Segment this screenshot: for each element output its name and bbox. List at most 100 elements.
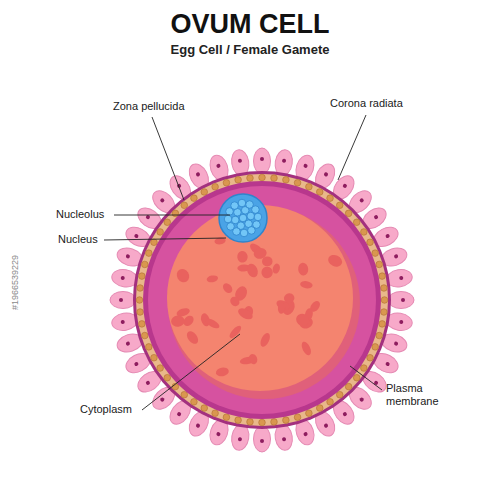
follicle-nucleus xyxy=(394,254,399,259)
zona-granule xyxy=(191,399,198,406)
part-label: #1966539229 xyxy=(10,254,21,309)
organelle xyxy=(300,280,313,289)
follicle-nucleus xyxy=(282,158,287,163)
organelle xyxy=(326,253,344,269)
follicle-nucleus xyxy=(399,276,404,281)
part-label: Egg Cell / Female Gamete xyxy=(171,42,330,58)
nucleolus-granule xyxy=(247,212,255,220)
leader-line xyxy=(142,334,240,410)
zona-granule xyxy=(283,177,290,184)
follicle-nucleus xyxy=(238,158,243,163)
zona-granule xyxy=(316,189,323,196)
organelle xyxy=(277,302,285,314)
zona-granule xyxy=(345,383,352,390)
follicle-nucleus xyxy=(342,411,348,417)
zona-granule xyxy=(336,202,343,209)
zona-granule xyxy=(235,177,242,184)
zona-granule xyxy=(164,219,171,226)
zona-granule xyxy=(137,309,144,316)
zona-granule xyxy=(294,414,301,421)
nucleolus-granule xyxy=(254,213,262,221)
follicle-nucleus xyxy=(303,163,308,168)
nucleolus-granule xyxy=(240,229,248,237)
organelle xyxy=(215,366,229,377)
follicle-nucleus xyxy=(159,197,165,203)
follicle-nucleus xyxy=(260,157,264,161)
zona-granule xyxy=(172,210,179,217)
follicle-nucleus xyxy=(373,214,379,220)
zona-granule xyxy=(164,374,171,381)
organelle xyxy=(259,332,272,349)
zona-granule xyxy=(139,273,146,280)
organelle xyxy=(247,353,258,366)
follicle-nucleus xyxy=(401,298,405,302)
zona-granule xyxy=(146,344,153,351)
organelle xyxy=(294,312,311,329)
organelle xyxy=(272,263,281,275)
nucleolus-granule xyxy=(248,227,256,235)
zona-granule xyxy=(223,414,230,421)
nucleolus-granule xyxy=(231,202,239,210)
follicle-nucleus xyxy=(195,423,200,428)
zona-granule xyxy=(136,297,143,304)
zona-granule xyxy=(141,261,148,268)
follicle-nucleus xyxy=(125,341,130,346)
leader-line xyxy=(114,215,230,216)
follicle-nucleus xyxy=(385,361,390,366)
organelle xyxy=(204,317,221,330)
follicle-nucleus xyxy=(323,423,328,428)
organelle xyxy=(245,262,260,279)
nucleolus-granule xyxy=(239,214,247,222)
zona-granule xyxy=(146,250,153,257)
zona-pellucida xyxy=(136,174,388,426)
zona-granule xyxy=(181,391,188,398)
nucleolus-granule xyxy=(252,206,260,214)
part-label: Zona pellucida xyxy=(113,100,185,113)
organelle xyxy=(228,295,241,308)
organelle xyxy=(262,256,272,266)
zona-granule xyxy=(367,354,374,361)
plasma-membrane xyxy=(143,181,381,419)
follicle-nucleus xyxy=(359,197,365,203)
nucleolus-granule xyxy=(231,216,239,224)
zona-granule xyxy=(327,399,334,406)
leader-line xyxy=(104,238,226,240)
follicle-nucleus xyxy=(260,439,264,443)
zona-granule xyxy=(353,219,360,226)
zona-granule xyxy=(235,417,242,424)
zona-granule xyxy=(361,365,368,372)
follicle-nucleus xyxy=(303,432,308,437)
follicle-nucleus xyxy=(359,397,365,403)
follicle-nucleus xyxy=(159,397,165,403)
zona-granule xyxy=(372,250,379,257)
zona-granule xyxy=(271,175,278,182)
zona-granule xyxy=(381,285,388,292)
perivitelline-space xyxy=(148,186,376,414)
follicle-nucleus xyxy=(119,298,123,302)
zona-granule xyxy=(376,332,383,339)
zona-granule xyxy=(381,297,388,304)
follicle-nucleus xyxy=(394,341,399,346)
follicle-nucleus xyxy=(120,276,125,281)
follicle-cell xyxy=(254,148,271,174)
organelle xyxy=(206,275,218,284)
zona-granule xyxy=(376,261,383,268)
zona-granule xyxy=(223,179,230,186)
leader-lines xyxy=(104,115,382,410)
leader-line xyxy=(350,366,382,390)
zona-granule xyxy=(316,405,323,412)
zona-granules xyxy=(136,174,388,426)
follicle-nucleus xyxy=(176,411,182,417)
follicle-cell xyxy=(388,292,414,309)
nucleolus-granule xyxy=(227,223,235,231)
nucleolus-granule xyxy=(224,215,232,223)
zona-granule xyxy=(353,374,360,381)
follicle-nucleus xyxy=(134,233,139,238)
zona-granule xyxy=(271,419,278,426)
zona-granule xyxy=(201,405,208,412)
zona-granule xyxy=(259,419,266,426)
zona-outer-line xyxy=(133,171,391,429)
follicle-nucleus xyxy=(125,254,130,259)
nucleolus-granules xyxy=(224,199,262,237)
